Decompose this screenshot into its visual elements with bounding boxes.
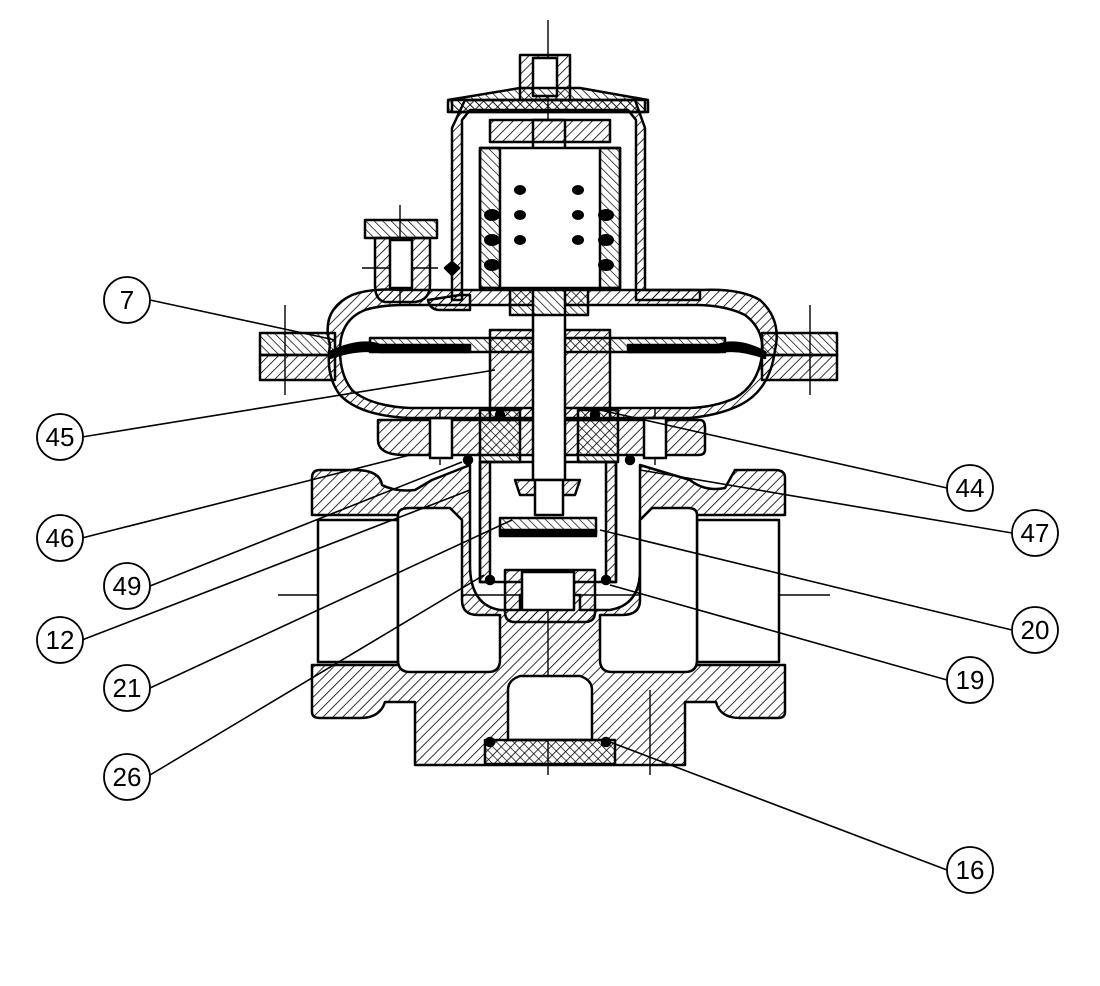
callout-19-label: 19	[956, 665, 985, 695]
callout-49-label: 49	[113, 571, 142, 601]
callout-21-label: 21	[113, 673, 142, 703]
vent-plug	[363, 218, 461, 304]
callout-7-label: 7	[120, 285, 134, 315]
callout-44-label: 44	[956, 473, 985, 503]
callout-46-label: 46	[46, 523, 75, 553]
callout-26: 26	[103, 753, 151, 801]
callout-45: 45	[36, 413, 84, 461]
leader-lines	[81, 299, 1013, 871]
spring-coils	[484, 185, 614, 271]
callout-45-label: 45	[46, 422, 75, 452]
callout-19: 19	[946, 656, 994, 704]
callouts: 7 45 46 49 12 21 26 44	[36, 276, 1059, 894]
callout-21: 21	[103, 664, 151, 712]
callout-7: 7	[103, 276, 151, 324]
callout-26-label: 26	[113, 762, 142, 792]
valve-drawing	[258, 20, 839, 775]
callout-46: 46	[36, 514, 84, 562]
callout-20-label: 20	[1021, 615, 1050, 645]
callout-44: 44	[946, 464, 994, 512]
callout-12: 12	[36, 616, 84, 664]
callout-16: 16	[946, 846, 994, 894]
callout-47-label: 47	[1021, 518, 1050, 548]
callout-12-label: 12	[46, 625, 75, 655]
callout-47: 47	[1011, 509, 1059, 557]
callout-49: 49	[103, 562, 151, 610]
callout-16-label: 16	[956, 855, 985, 885]
spring-bonnet	[426, 98, 702, 312]
callout-20: 20	[1011, 606, 1059, 654]
adjusting-screw-cap	[446, 53, 650, 114]
